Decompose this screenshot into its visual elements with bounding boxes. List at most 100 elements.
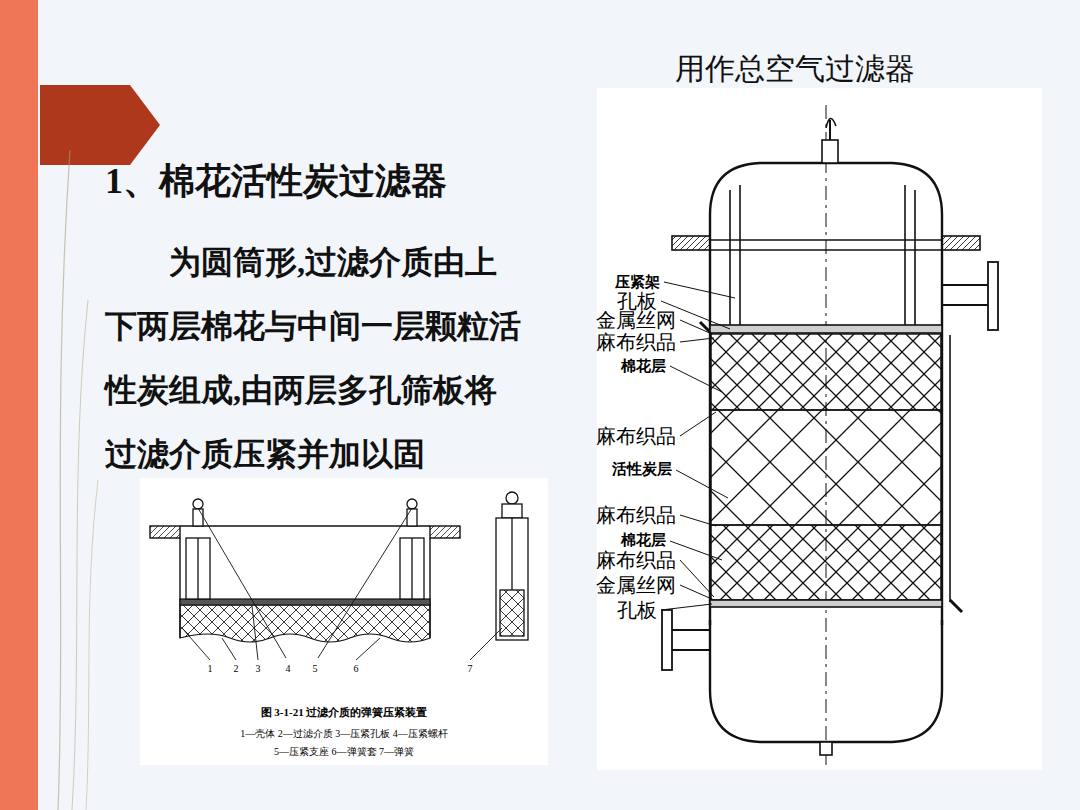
- filter-vessel: [710, 163, 942, 245]
- filter-medium: [180, 605, 430, 642]
- press-bolt: [400, 538, 424, 599]
- leader-line: [356, 638, 380, 660]
- callout-number: 3: [256, 663, 261, 674]
- part-label: 麻布织品: [596, 549, 676, 571]
- part-label: 孔板: [617, 290, 657, 312]
- filter-vessel: [672, 629, 710, 631]
- filter-vessel: [826, 118, 836, 128]
- filter-vessel: [988, 262, 998, 330]
- press-bolt: [186, 538, 210, 599]
- callout-number: 4: [286, 663, 291, 674]
- spring-detail: [496, 492, 528, 640]
- callout-number: 5: [313, 663, 318, 674]
- leader-line: [222, 638, 236, 660]
- leader-line: [680, 320, 712, 334]
- leader-line: [470, 628, 502, 660]
- spring-detail: [500, 590, 524, 636]
- leader-line: [318, 508, 412, 658]
- filter-vessel: [949, 335, 951, 602]
- filter-vessel: [710, 239, 942, 241]
- filter-vessel: [711, 525, 941, 600]
- filter-vessel: [904, 185, 906, 325]
- part-label: 麻布织品: [596, 504, 676, 526]
- figure-panel: [597, 88, 1042, 770]
- filter-medium: [180, 599, 430, 605]
- part-label: 麻布织品: [596, 425, 676, 447]
- housing-section: [180, 525, 430, 526]
- part-label: 麻布织品: [596, 331, 676, 353]
- leader-line: [680, 338, 714, 342]
- filter-vessel: [711, 334, 941, 410]
- callout-number: 7: [468, 663, 473, 674]
- leader-line: [680, 515, 716, 526]
- slide-decoration: [40, 85, 160, 165]
- filter-vessel: [950, 600, 962, 612]
- leader-line: [670, 541, 722, 560]
- leader-line: [198, 508, 286, 658]
- figure-panel: [597, 88, 1042, 770]
- part-label: 孔板: [617, 599, 657, 621]
- filter-vessel: [662, 105, 998, 765]
- leader-line: [661, 604, 712, 610]
- slide-title: 1、棉花活性炭过滤器: [105, 162, 447, 202]
- press-bolt: [407, 499, 417, 509]
- filter-vessel: [710, 600, 942, 607]
- filter-vessel: [672, 649, 710, 651]
- part-label: 金属丝网: [596, 309, 676, 331]
- filter-vessel: [710, 325, 942, 333]
- press-bolt: [193, 509, 203, 526]
- callout-number: 6: [354, 663, 359, 674]
- filter-medium: [180, 599, 430, 642]
- filter-vessel: [711, 410, 941, 525]
- filter-vessel: [820, 742, 832, 755]
- spring-detail: [496, 518, 528, 640]
- spring-detail: [502, 504, 522, 518]
- inset-figure: 1 2 3 4 5 6 7 1—壳体 2—过滤介质 3—压紧孔板 4—压紧螺杆 5—压紧支座 6…: [140, 478, 548, 765]
- leader-line: [182, 508, 502, 660]
- slide-decoration: [72, 300, 88, 810]
- body-text: 为圆筒形,过滤介质由上下两层棉花与中间一层颗粒活性炭组成,由两层多孔筛板将过滤介…: [105, 230, 525, 486]
- slide-decoration: [0, 0, 38, 810]
- leader-line: [680, 560, 714, 597]
- press-bolt: [411, 538, 412, 599]
- filter-vessel: [662, 610, 672, 670]
- filter-vessel: [672, 236, 710, 250]
- filter-vessel: [710, 620, 942, 742]
- leader-line: [182, 628, 210, 660]
- leader-line: [680, 585, 714, 600]
- spring-detail: [511, 518, 512, 590]
- part-label: 棉花层: [621, 358, 666, 375]
- filter-vessel: [942, 304, 990, 306]
- part-label: 棉花层: [621, 532, 666, 549]
- spring-detail: [506, 492, 518, 504]
- filter-vessel: [942, 236, 980, 250]
- filter-vessel: [710, 249, 942, 251]
- leader-line: [676, 470, 728, 498]
- callout-number: 2: [234, 663, 239, 674]
- filter-vessel: [942, 284, 990, 286]
- slide-decoration: [86, 480, 98, 810]
- part-list: 1—壳体 2—过滤介质 3—压紧孔板 4—压紧螺杆: [240, 728, 448, 739]
- press-bolt: [193, 499, 203, 509]
- callout-number: 1: [208, 663, 213, 674]
- figure-caption: 图 3-1-21 过滤介质的弹簧压紧装置: [261, 706, 428, 718]
- press-bolt: [407, 509, 417, 526]
- filter-vessel: [822, 140, 838, 163]
- leader-line: [664, 282, 735, 298]
- spring-press-drawing: [140, 478, 548, 765]
- leader-line: [680, 412, 716, 436]
- leader-line: [252, 606, 258, 660]
- press-bolt: [197, 538, 198, 599]
- filter-vessel: [729, 190, 731, 325]
- filter-vessel: [739, 185, 741, 325]
- part-label: 压紧架: [615, 274, 660, 291]
- panel-note: 用作总空气过滤器: [675, 52, 915, 85]
- housing-section: [430, 526, 460, 538]
- part-label: 金属丝网: [596, 574, 676, 596]
- filter-vessel: [914, 190, 916, 325]
- leader-line: [670, 366, 722, 392]
- housing-section: [150, 526, 180, 538]
- part-label: 活性炭层: [612, 461, 672, 478]
- part-list: 5—压紧支座 6—弹簧套 7—弹簧: [274, 746, 414, 757]
